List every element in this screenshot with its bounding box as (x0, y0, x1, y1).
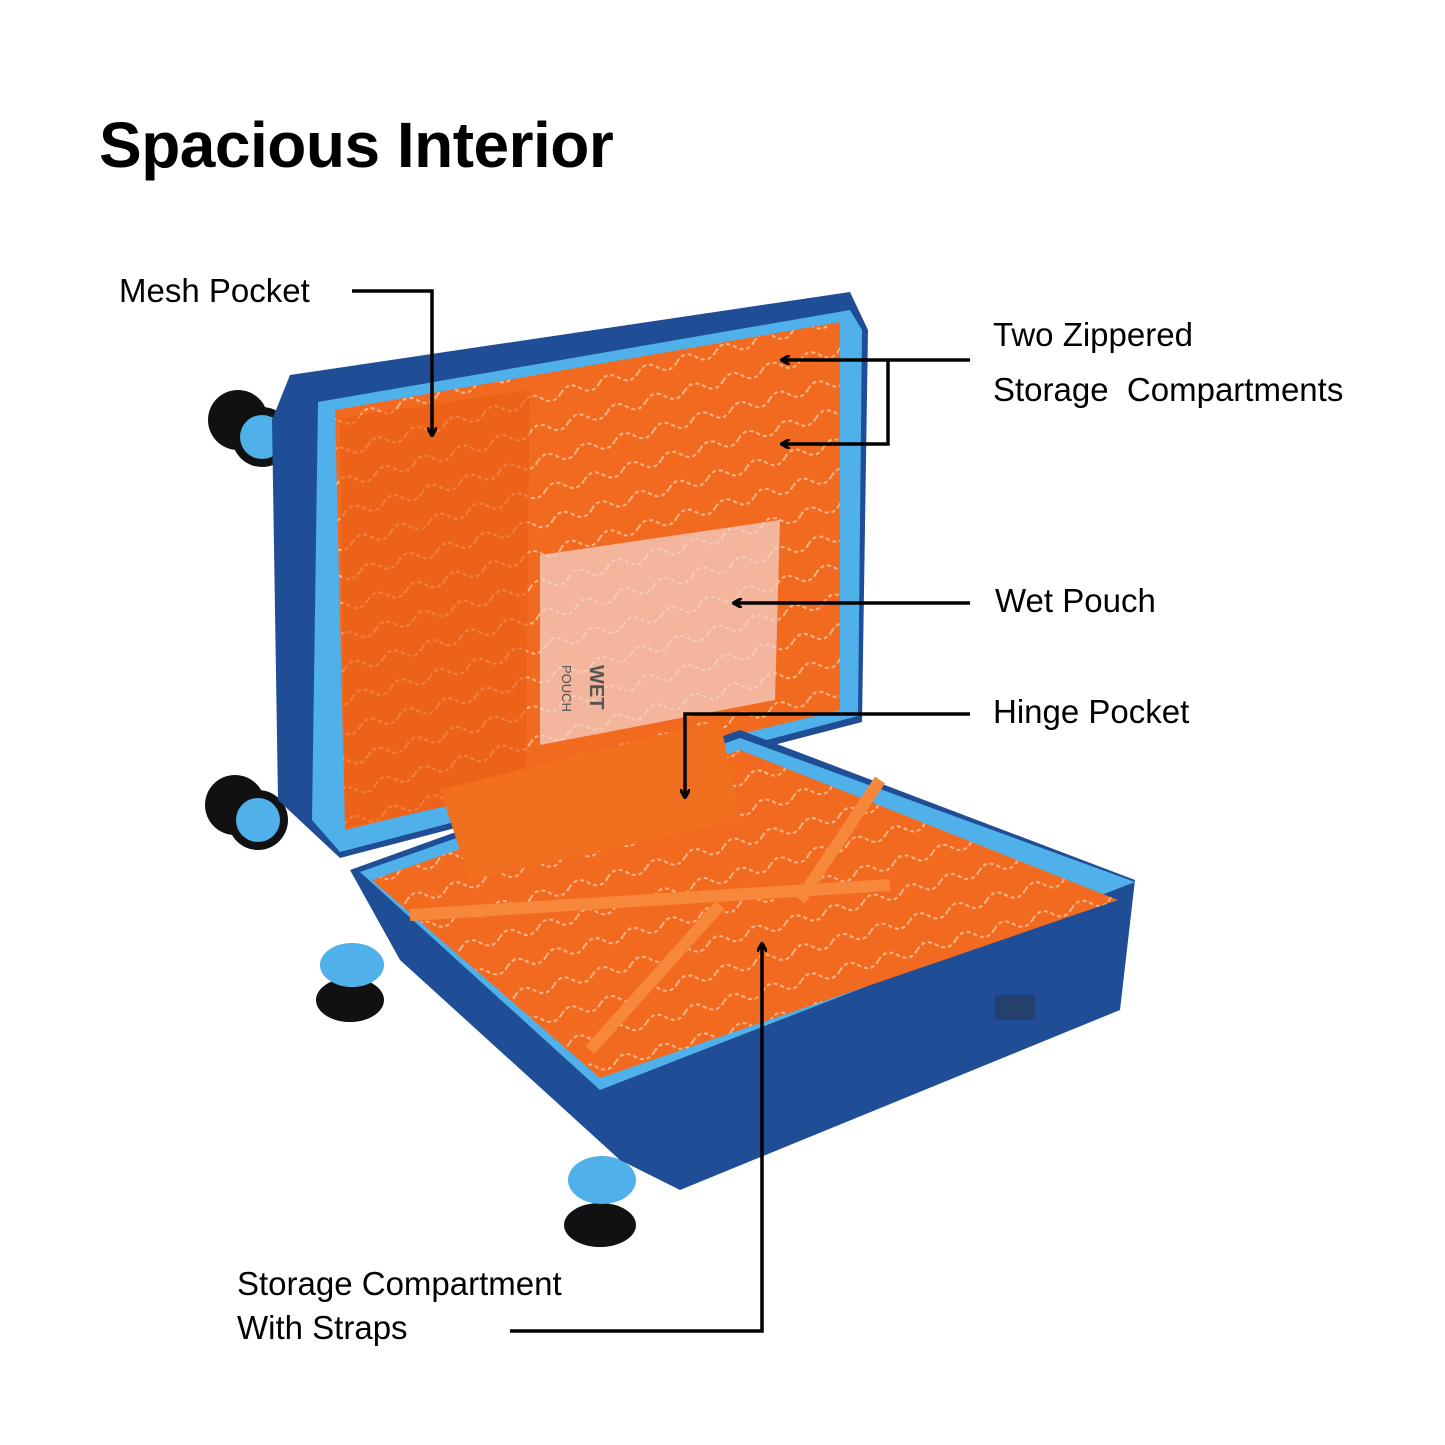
callout-lines (352, 289, 970, 1333)
hinge-pocket (440, 720, 740, 880)
lock-icon (995, 995, 1035, 1020)
label-hinge-pocket: Hinge Pocket (993, 693, 1190, 730)
page-title: Spacious Interior (99, 109, 614, 181)
mesh-pocket-pointer (352, 289, 432, 435)
storage-pointer (510, 944, 762, 1333)
pouch-lettering: WET (585, 665, 607, 709)
label-two-zippered-2: Storage Compartments (993, 371, 1344, 408)
label-wet-pouch: Wet Pouch (995, 582, 1156, 619)
label-storage-1: Storage Compartment (237, 1265, 562, 1302)
hinge-pocket-pointer (685, 712, 970, 797)
label-storage-2: With Straps (237, 1309, 408, 1346)
mesh-pocket (340, 390, 530, 828)
pouch-lettering: POUCH (559, 665, 574, 712)
suitcase-base (350, 720, 1135, 1190)
zippered-pointer-2 (782, 360, 890, 444)
label-two-zippered-1: Two Zippered (993, 316, 1193, 353)
label-mesh-pocket: Mesh Pocket (119, 272, 310, 309)
suitcase-lid: WET POUCH (272, 292, 868, 858)
wet-pouch (540, 520, 780, 745)
